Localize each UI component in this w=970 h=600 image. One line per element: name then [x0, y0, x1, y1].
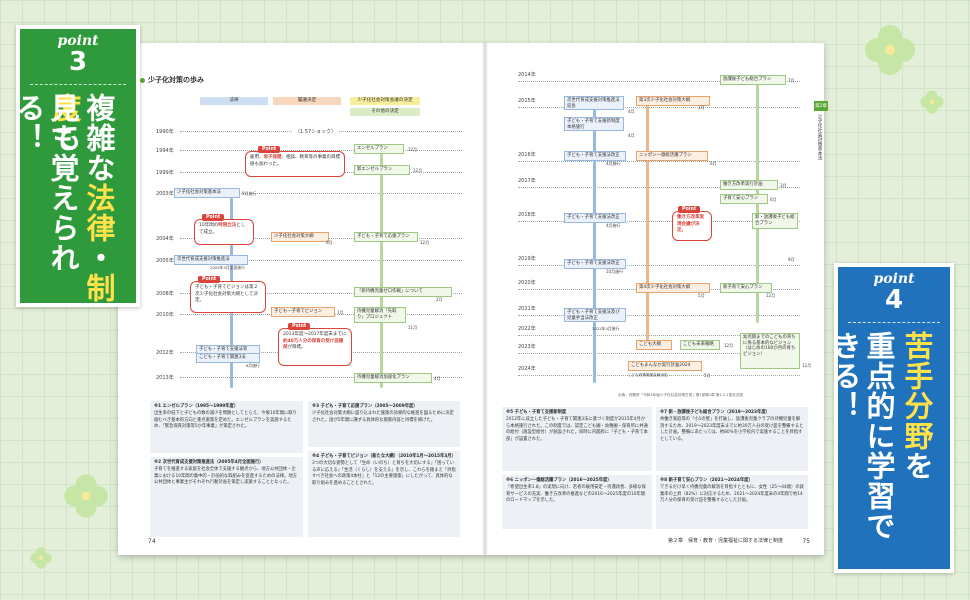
book-spine — [482, 43, 488, 555]
note-box: ※4 子ども・子育てビジョン（新たな大綱）（2010年1月〜2015年3月）3つ… — [308, 451, 460, 537]
right-page: 2014年 2015年 2016年 2017年 2018年 2019年 2020… — [488, 43, 824, 555]
page-number: 74 — [148, 538, 156, 545]
point-box-4: 2013年度〜2017年度末までに約40万人分の保育の受け皿確保が目標。 — [278, 328, 352, 366]
point-box-5: 働き方改革実現会議が決定。 — [672, 211, 712, 241]
year-label: 2008年 — [156, 291, 174, 297]
year-label: 2020年 — [518, 280, 536, 286]
year-label: 2015年 — [518, 98, 536, 104]
note-box: ※2 次世代育成支援対策推進法（2005年4月全面施行）子育てを推進する家庭を社… — [150, 457, 303, 537]
year-label: 2016年 — [518, 152, 536, 158]
year-label: 2010年 — [156, 312, 174, 318]
node-basic-law: 少子化社会対策基本法 — [174, 188, 240, 198]
point-number: 4 — [884, 285, 904, 315]
node-new-afterschool: 新・放課後子ども総合プラン — [752, 213, 798, 229]
node-kodomo-taiko: こども大綱 — [636, 340, 672, 350]
node-nextgen-extension: 次世代育成支援対策推進法延長 — [564, 96, 624, 110]
note-box: ※6 ニッポン一億総活躍プラン（2016〜2025年度）「希望出生率1.8」の実… — [502, 475, 652, 529]
year-label: 2014年 — [518, 72, 536, 78]
year-label: 1994年 — [156, 148, 174, 154]
node-three-laws-2: こども・子育て関連3法 — [196, 353, 260, 363]
point-number: 3 — [68, 47, 88, 77]
node-angel-plan: エンゼルプラン — [354, 144, 404, 154]
year-label: 2003年 — [156, 191, 174, 197]
node-law-rev-2019: 子ども・子育て支援法改正 — [564, 259, 626, 269]
callout-text: 重点的に学習できる！ — [828, 331, 896, 541]
chapter-tab: 第2章 少子化社会対策基本法 — [814, 101, 828, 261]
point-tag: Point — [202, 214, 225, 221]
year-label: 2024年 — [518, 366, 536, 372]
clover-decoration-icon — [865, 25, 915, 75]
note-box: ※1 エンゼルプラン（1995〜1999年度）出生率の低下と子どもの数の減少を問… — [150, 401, 303, 453]
section-title: 少子化対策の歩み — [140, 75, 204, 85]
year-label: 1990年 — [156, 129, 174, 135]
node-nextgen-law: 次世代育成支援対策推進法 — [174, 255, 248, 265]
node-law-rev-2018: 子ども・子育て支援法改正 — [564, 213, 626, 223]
header-council: 少子化社会対策会議の決定 — [350, 97, 420, 105]
year-label: 2013年 — [156, 375, 174, 381]
callout-text: 見て覚えられる！ — [12, 93, 80, 273]
point-tag: Point — [258, 146, 281, 153]
point-tag: Point — [198, 276, 221, 283]
year-label: 1999年 — [156, 170, 174, 176]
header-other: その他の決定 — [350, 108, 420, 116]
point-box-1: 雇用、母子保健、相談、教育等の事業の目標値も加わった。 — [245, 151, 345, 177]
year-label: 2005年 — [156, 258, 174, 264]
node-afterschool-plan: 放課後子ども総合プラン — [720, 75, 786, 85]
node-outline-4: 第4次少子化社会対策大綱 — [636, 283, 710, 293]
page-number: 75 — [802, 538, 810, 545]
header-cabinet: 閣議決定 — [273, 97, 341, 105]
node-vision-young: 幼児期までのこどもの育ちに係る基本的なビジョン（はじめの100か月の育ちビジョン… — [740, 333, 800, 369]
point-tag: Point — [288, 323, 311, 330]
year-label: 2023年 — [518, 344, 536, 350]
node-law-rev-2016: 子ども・子育て支援法改正 — [564, 151, 626, 161]
point-tag: Point — [678, 206, 701, 213]
node-kodomo-future: こども未来戦略 — [680, 340, 720, 350]
node-accel-plan: 待機児童解消加速化プラン — [354, 373, 432, 383]
node-zero-waiting: 「新待機児童ゼロ作戦」について — [354, 287, 452, 297]
footer-chapter: 第２章 保育・教育・児童福祉に関する法律と制度 — [668, 538, 784, 544]
node-reform-project: 待機児童解消「先取り」プロジェクト — [354, 307, 406, 323]
year-label: 2018年 — [518, 212, 536, 218]
year-label: 2017年 — [518, 178, 536, 184]
left-page: 少子化対策の歩み 法律 閣議決定 少子化社会対策会議の決定 その他の決定 199… — [118, 43, 482, 555]
shock-label: 〈1.57ショック〉 — [293, 128, 339, 135]
node-vision: 子ども・子育てビジョン — [271, 307, 335, 317]
note-box: ※8 新子育て安心プラン（2021〜2024年度）できるだけ早く待機児童の解消を… — [656, 475, 808, 529]
node-outline-2004: 少子化社会対策大綱 — [271, 232, 329, 242]
callout-text: 苦手分野を — [900, 331, 934, 481]
node-new-system: 子ども・子育て支援新制度本格施行 — [564, 117, 624, 131]
node-workstyle-plan: 働き方改革実行計画 — [720, 180, 778, 190]
year-label: 2021年 — [518, 306, 536, 312]
point-word: point — [873, 271, 915, 287]
book-spread: 少子化対策の歩み 法律 閣議決定 少子化社会対策会議の決定 その他の決定 199… — [118, 43, 828, 555]
source-note: 出典：内閣府「令和4年版少子化社会対策白書」第1部第1章 第1-2-1図を改変 — [618, 393, 744, 397]
clover-decoration-icon — [64, 474, 108, 518]
node-kodomo-plan: こどもまんなか実行計画2024 — [628, 361, 702, 371]
year-label: 2012年 — [156, 350, 174, 356]
callout-point-4: point 4 苦手分野を 重点的に学習できる！ — [828, 263, 954, 573]
year-label: 2019年 — [518, 256, 536, 262]
node-new-angel-plan: 新エンゼルプラン — [354, 165, 410, 175]
clover-decoration-icon — [920, 90, 944, 114]
callout-point-3: point 3 複雑な法律・制度も 見て覚えられる！ — [12, 25, 140, 307]
clover-decoration-icon — [30, 547, 52, 569]
node-anshin-plan: 子育て安心プラン — [720, 194, 768, 204]
point-box-2: 10年間の時限立法として成立。 — [194, 219, 254, 245]
node-outline-3: 第3次少子化社会対策大綱 — [636, 96, 710, 106]
callout-text: 複雑な法律・制度も — [48, 93, 116, 303]
node-support-plan: 子ども・子育て応援プラン — [354, 232, 418, 242]
node-law-rev-2021: 子ども・子育て支援法及び児童手当法改正 — [564, 308, 626, 322]
node-new-anshin: 新子育て安心プラン — [720, 283, 772, 293]
year-label: 2022年 — [518, 326, 536, 332]
point-word: point — [57, 33, 99, 49]
point-box-3: 子ども・子育てビジョンは第２次少子化社会対策大綱として決定。 — [190, 281, 266, 313]
note-box: ※7 新・放課後子ども総合プラン（2019〜2023年度）共働き家庭等の「小1の… — [656, 407, 808, 471]
node-ichioku-plan: ニッポン一億総活躍プラン — [636, 151, 708, 161]
note-box: ※3 子ども・子育て応援プラン（2005〜2009年度）少子化社会対策大綱に盛り… — [308, 401, 460, 447]
year-label: 2004年 — [156, 236, 174, 242]
header-law: 法律 — [200, 97, 268, 105]
